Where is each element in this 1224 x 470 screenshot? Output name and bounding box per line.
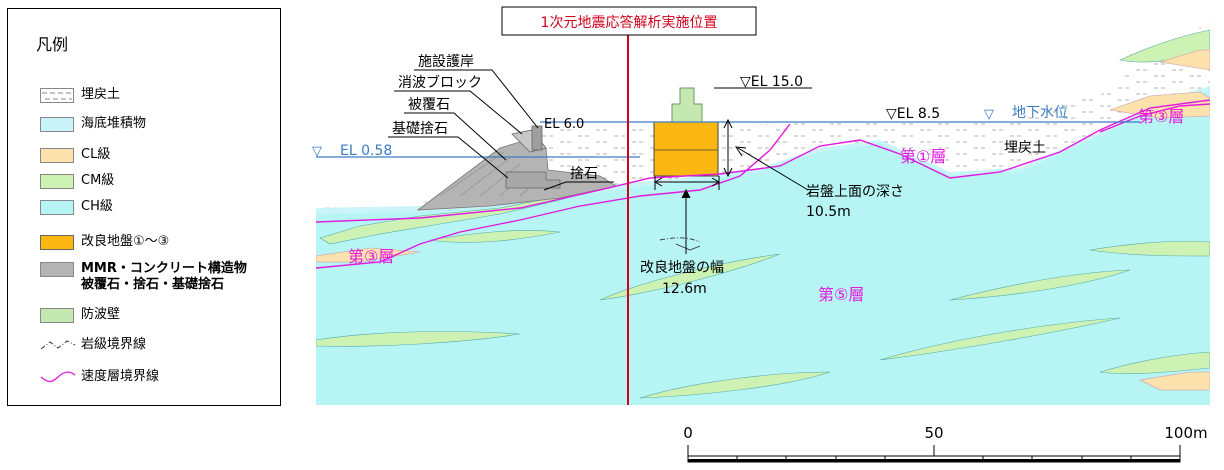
layer3-left-label: 第③層 — [348, 247, 394, 266]
legend-label: 改良地盤①～③ — [81, 234, 170, 249]
seawall-swatch — [40, 308, 74, 323]
callout-leader — [388, 136, 509, 179]
legend-label: 岩級境界線 — [81, 337, 147, 352]
ch-swatch — [40, 200, 74, 215]
callout-revetment: 施設護岸 — [418, 54, 474, 70]
velocity-boundary-line-icon — [40, 371, 76, 383]
cm-swatch — [40, 174, 74, 189]
cm-lens-b — [599, 253, 781, 301]
depth-arrow-head — [723, 118, 733, 178]
elevation-15: ▽EL 15.0 — [740, 74, 803, 90]
depth-label: 岩盤上面の深さ — [806, 184, 904, 200]
width-leader-arrow — [681, 188, 691, 199]
rock-boundary-line-icon — [40, 340, 76, 350]
width-value: 12.6m — [662, 281, 707, 297]
layer3-right-label: 第③層 — [1138, 107, 1184, 126]
legend-label: 埋戻土 — [81, 87, 121, 102]
cm-lens-a — [429, 230, 561, 243]
cl-swatch — [40, 148, 74, 163]
legend-title: 凡例 — [36, 35, 69, 54]
scale-tick-0: 0 — [683, 424, 693, 442]
backfill-swatch — [40, 88, 74, 103]
legend-label: 海底堆積物 — [81, 116, 147, 131]
legend-label: CL級 — [81, 147, 111, 162]
legend-panel: 凡例 埋戻土 海底堆積物 CL級 CM級 CH級 改良地盤①～③ MMR・コンク… — [7, 8, 281, 406]
seawall-structure — [671, 87, 703, 123]
legend-label: 防波壁 — [81, 307, 121, 322]
rock-boundary-line — [659, 237, 701, 243]
sea-level-mark: ▽ — [312, 144, 322, 159]
legend-label: 速度層境界線 — [81, 369, 160, 384]
cm-lens-e — [949, 269, 1131, 301]
callout-wave-block: 消波ブロック — [398, 74, 482, 91]
base-rubble-steps — [505, 171, 561, 189]
elevation-8-5: ▽EL 8.5 — [886, 106, 940, 122]
callout-armor-stone: 被覆石 — [408, 97, 450, 113]
revetment-wall — [531, 125, 543, 151]
velocity-boundary — [316, 123, 791, 269]
cm-lens-f — [1089, 240, 1210, 257]
title-box — [501, 6, 757, 36]
cm-lens-g — [639, 371, 831, 399]
callout-leader — [414, 69, 539, 129]
title-text: 1次元地震応答解析実施位置 — [541, 14, 718, 31]
callout-leader — [404, 112, 507, 161]
depth-value: 10.5m — [806, 204, 851, 220]
groundwater-label: 地下水位 — [1012, 105, 1068, 121]
scale-tick-50: 50 — [924, 424, 943, 442]
elevation-6: EL 6.0 — [544, 117, 584, 132]
cl-lens-b — [1109, 91, 1210, 119]
callout-rubble: 捨石 — [570, 165, 598, 182]
callout-leader — [394, 90, 523, 135]
ch-rock — [316, 90, 1210, 405]
width-label: 改良地盤の幅 — [640, 260, 724, 276]
sea-deposit-swatch — [40, 117, 74, 132]
layer1-label: 第①層 — [900, 147, 946, 166]
groundwater-mark: ▽ — [984, 107, 994, 122]
armor-stone-lines — [439, 151, 541, 197]
rock-boundary-line — [675, 243, 701, 251]
improved-ground — [653, 121, 719, 177]
legend-label: CH級 — [81, 199, 113, 214]
layer5-label: 第⑤層 — [818, 285, 864, 304]
backfill-label: 埋戻土 — [1004, 140, 1046, 156]
scale-bar: 0 50 100m — [683, 424, 1208, 463]
legend-label: MMR・コンクリート構造物 被覆石・捨石・基礎捨石 — [81, 261, 247, 292]
callout-leader — [543, 181, 614, 191]
velocity-boundary — [1099, 103, 1210, 133]
sea-level-label: EL 0.58 — [340, 143, 392, 159]
cm-lens-h — [1099, 351, 1210, 374]
cl-lens-c — [1139, 371, 1210, 391]
improved-swatch — [40, 235, 74, 250]
velocity-boundary — [316, 99, 1210, 223]
depth-leader — [737, 147, 809, 191]
depth-leader-arrow — [734, 146, 747, 157]
legend-label: CM級 — [81, 173, 115, 188]
callout-base-rubble: 基礎捨石 — [392, 120, 448, 137]
cm-lens-d — [879, 317, 1121, 361]
cl-lens-d — [1159, 49, 1210, 71]
concrete-swatch — [40, 262, 74, 277]
cm-lens-c — [316, 331, 521, 347]
scale-tick-100: 100m — [1164, 424, 1207, 442]
